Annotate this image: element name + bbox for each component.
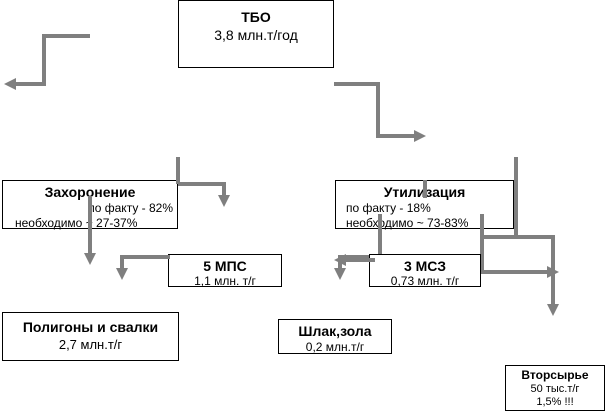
slag-node: Шлак,зола 0,2 млн.т/г <box>278 319 392 354</box>
recyclables-title: Вторсырье <box>521 368 589 382</box>
mps-node: 5 МПС 1,1 млн. т/г <box>168 254 282 288</box>
mps-amount: 1,1 млн. т/г <box>194 274 256 288</box>
recyclables-share: 1,5% !!! <box>536 396 574 408</box>
overlay-arrow-utilization-to-recyclables <box>480 214 516 239</box>
landfills-node: Полигоны и свалки 2,7 млн.т/г <box>2 312 179 361</box>
msz-title: 3 МСЗ <box>403 258 447 274</box>
burial-actual: по факту - 82% <box>88 201 173 215</box>
arrow-msz-to-recyclables <box>480 229 559 278</box>
recyclables-node: Вторсырье 50 тыс.т/г 1,5% !!! <box>505 365 605 411</box>
tbo-amount: 3,8 млн.т/год <box>214 27 298 43</box>
slag-title: Шлак,зола <box>298 323 372 339</box>
utilization-actual: по факту - 18% <box>346 201 431 215</box>
landfills-title: Полигоны и свалки <box>22 319 159 335</box>
slag-amount: 0,2 млн.т/г <box>305 340 365 354</box>
landfills-amount: 2,7 млн.т/г <box>58 337 123 352</box>
utilization-required: необходимо ~ 73-83% <box>346 216 469 230</box>
burial-node: Захоронение по факту - 82% необходимо ~ … <box>2 180 178 230</box>
msz-amount: 0,73 млн. т/г <box>390 274 460 288</box>
burial-required: необходимо ~ 27-37% <box>15 216 138 230</box>
burial-title: Захоронение <box>44 184 136 200</box>
arrow-tbo-to-utilization <box>334 82 426 142</box>
tbo-title: ТБО <box>241 9 271 25</box>
tbo-node: ТБО 3,8 млн.т/год <box>178 0 334 68</box>
recyclables-amount: 50 тыс.т/г <box>530 383 580 395</box>
arrow-tbo-to-burial <box>4 34 90 90</box>
mps-title: 5 МПС <box>203 258 247 274</box>
msz-node: 3 МСЗ 0,73 млн. т/г <box>369 254 481 288</box>
